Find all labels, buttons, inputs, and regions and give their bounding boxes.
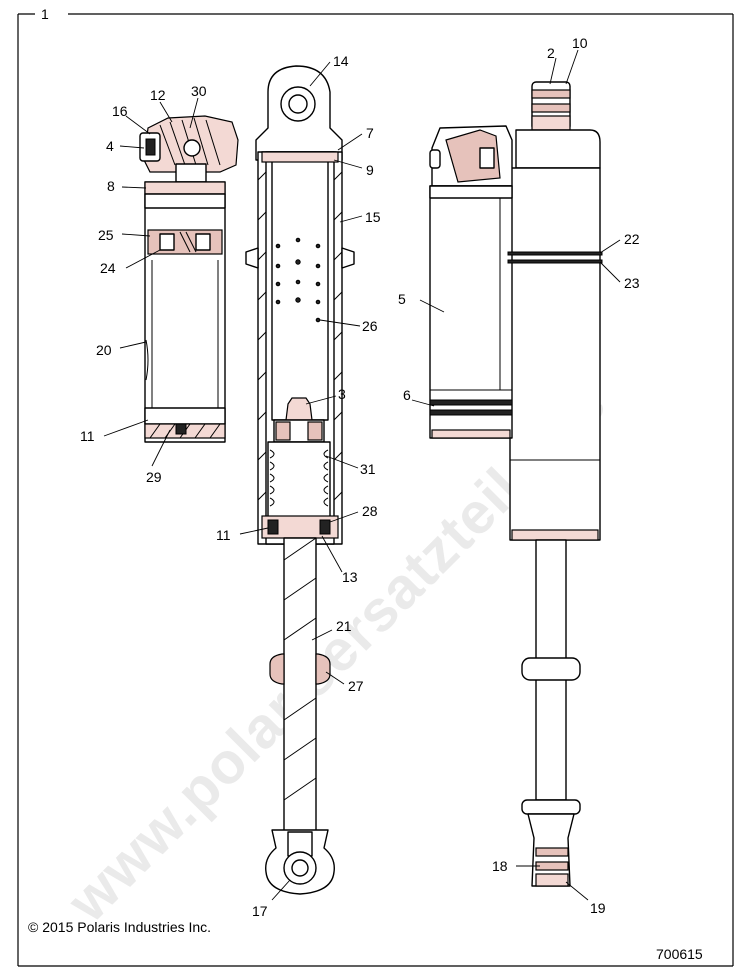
callout-10: 10 — [572, 35, 588, 51]
callout-22: 22 — [624, 231, 640, 247]
callout-6: 6 — [403, 387, 411, 403]
callout-18: 18 — [492, 858, 508, 874]
callout-13: 13 — [342, 569, 358, 585]
callout-16: 16 — [112, 103, 128, 119]
callout-25: 25 — [98, 227, 114, 243]
callout-5: 5 — [398, 291, 406, 307]
callout-21: 21 — [336, 618, 352, 634]
assembled-shock-exterior — [429, 81, 603, 887]
callout-17: 17 — [252, 903, 268, 919]
drawing-number: 700615 — [656, 946, 703, 962]
callout-29: 29 — [146, 469, 162, 485]
callout-8: 8 — [107, 178, 115, 194]
callout-4: 4 — [106, 138, 114, 154]
main-shock-section — [245, 65, 355, 895]
callout-11-mid: 11 — [216, 527, 231, 543]
callout-14: 14 — [333, 53, 349, 69]
callout-labels: 1 2 3 4 5 6 7 8 9 10 11 11 12 13 14 15 1… — [41, 6, 640, 919]
callout-20: 20 — [96, 342, 112, 358]
callout-30: 30 — [191, 83, 207, 99]
callout-26: 26 — [362, 318, 378, 334]
callout-9: 9 — [366, 162, 374, 178]
callout-12: 12 — [150, 87, 166, 103]
callout-24: 24 — [100, 260, 116, 276]
callout-3: 3 — [338, 386, 346, 402]
callout-15: 15 — [365, 209, 381, 225]
callout-31: 31 — [360, 461, 376, 477]
copyright-notice: © 2015 Polaris Industries Inc. — [28, 919, 211, 935]
callout-27: 27 — [348, 678, 364, 694]
callout-28: 28 — [362, 503, 378, 519]
reservoir-section — [139, 115, 239, 443]
drawing-frame — [17, 13, 734, 967]
callout-11-left: 11 — [80, 428, 95, 444]
callout-19: 19 — [590, 900, 606, 916]
callout-2: 2 — [547, 45, 555, 61]
callout-7: 7 — [366, 125, 374, 141]
callout-1: 1 — [41, 6, 49, 22]
leader-lines — [103, 49, 621, 901]
callout-23: 23 — [624, 275, 640, 291]
